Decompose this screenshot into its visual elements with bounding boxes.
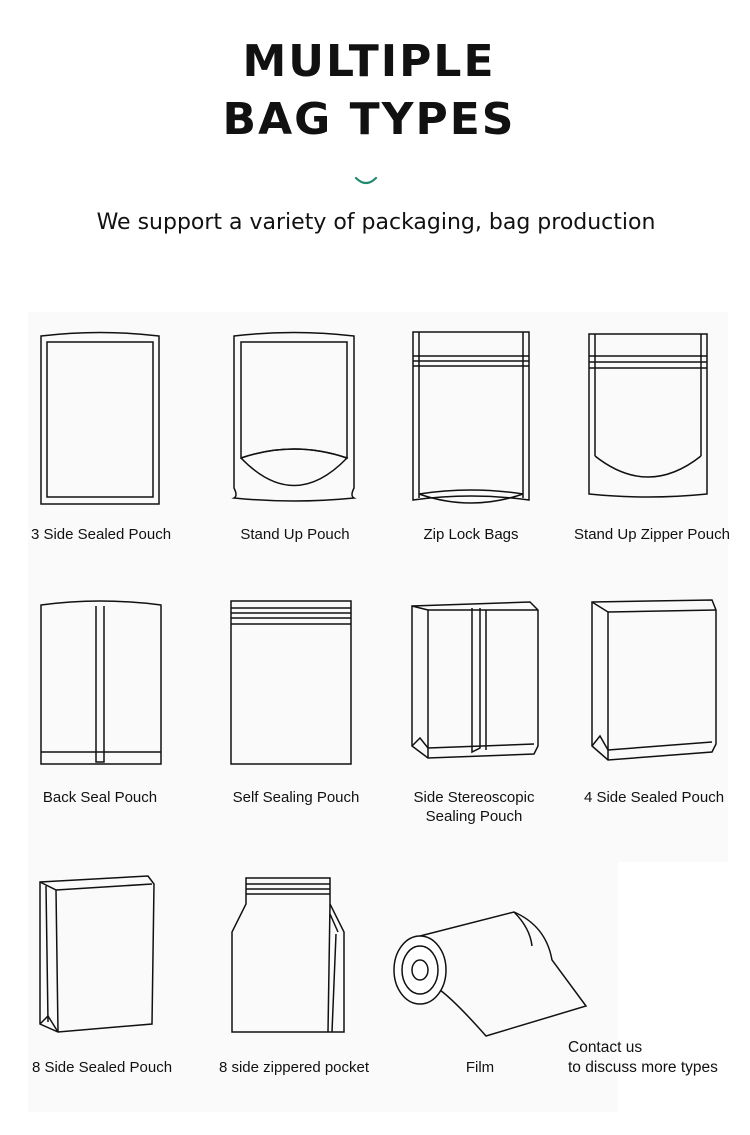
film-roll-icon (393, 911, 588, 1037)
four-side-sealed-pouch-icon (591, 599, 717, 761)
bag-label: Self Sealing Pouch (232, 789, 360, 806)
bag-label: Stand Up Zipper Pouch (574, 526, 730, 543)
eight-side-sealed-pouch-icon (39, 875, 155, 1033)
eight-side-zippered-pocket-icon (231, 877, 345, 1033)
panel-cutout (618, 862, 750, 1135)
self-sealing-pouch-icon (230, 600, 352, 765)
contact-us-text: Contact us to discuss more types (568, 1038, 718, 1078)
bag-label: Back Seal Pouch (42, 789, 158, 806)
bag-label: Stand Up Pouch (240, 526, 350, 543)
back-seal-pouch-icon (40, 600, 162, 765)
contact-line2: to discuss more types (568, 1059, 718, 1076)
bag-label: Side Stereoscopic (413, 789, 535, 806)
bag-label: 8 side zippered pocket (218, 1059, 370, 1076)
contact-line1: Contact us (568, 1039, 643, 1056)
stand-up-pouch-icon (231, 331, 357, 502)
bag-label: 4 Side Sealed Pouch (583, 789, 725, 806)
bag-label: Zip Lock Bags (423, 526, 519, 543)
page-title-line1: MULTIPLE (242, 36, 496, 87)
page-subtitle: We support a variety of packaging, bag p… (96, 210, 656, 235)
zip-lock-bag-icon (412, 331, 530, 504)
divider-swoosh-icon (354, 176, 378, 185)
bag-label: Sealing Pouch (425, 808, 523, 825)
stand-up-zipper-pouch-icon (588, 333, 708, 498)
side-stereoscopic-pouch-icon (411, 601, 539, 759)
bag-label: Film (465, 1059, 495, 1076)
page-title-line2: BAG TYPES (222, 94, 516, 145)
bag-label: 3 Side Sealed Pouch (30, 526, 172, 543)
bag-label: 8 Side Sealed Pouch (31, 1059, 173, 1076)
three-side-sealed-pouch-icon (40, 331, 160, 505)
bag-grid-background (28, 312, 728, 1112)
